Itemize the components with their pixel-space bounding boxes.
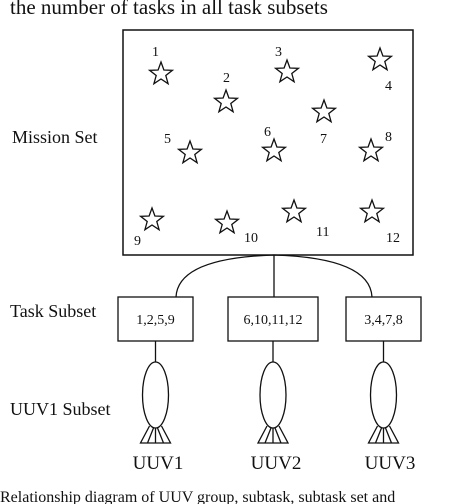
subset-label-1: 1,2,5,9 xyxy=(136,313,175,328)
task-star-3 xyxy=(273,58,301,84)
uuv-label-1: UUV1 xyxy=(133,453,184,474)
task-star-1 xyxy=(147,60,175,86)
subset-box-1 xyxy=(117,296,194,342)
task-label-3: 3 xyxy=(275,45,282,60)
uuv-subset-label: UUV1 Subset xyxy=(10,399,111,419)
task-star-6 xyxy=(260,137,288,163)
uuv-body-1 xyxy=(141,361,170,429)
task-label-11: 11 xyxy=(316,225,329,240)
task-label-4: 4 xyxy=(385,79,392,94)
task-star-11 xyxy=(280,198,308,224)
task-star-2 xyxy=(212,88,240,114)
uuv-body-2 xyxy=(259,361,287,429)
uuv-label-2: UUV2 xyxy=(251,453,302,474)
task-label-10: 10 xyxy=(244,231,258,246)
uuv-icons xyxy=(139,361,400,444)
task-label-2: 2 xyxy=(223,71,230,86)
task-star-9 xyxy=(138,206,166,232)
task-label-1: 1 xyxy=(152,45,159,60)
subset-box-2 xyxy=(227,296,319,342)
uuv-body-3 xyxy=(369,361,398,429)
task-star-10 xyxy=(213,209,241,235)
header-caption: the number of tasks in all task subsets xyxy=(10,0,328,19)
task-star-4 xyxy=(366,46,394,72)
task-label-12: 12 xyxy=(386,231,400,246)
subset-box-3 xyxy=(345,296,422,342)
subset-label-3: 3,4,7,8 xyxy=(364,313,403,328)
task-stars xyxy=(138,46,394,235)
task-star-8 xyxy=(357,137,385,163)
footer-caption: Relationship diagram of UUV group, subta… xyxy=(0,489,395,504)
uuv-tail-3 xyxy=(367,425,400,444)
task-label-9: 9 xyxy=(134,234,141,249)
uuv-tail-1 xyxy=(139,425,172,444)
subset-label-2: 6,10,11,12 xyxy=(244,313,303,328)
task-star-12 xyxy=(358,198,386,224)
mission-set-label: Mission Set xyxy=(12,127,98,147)
task-star-7 xyxy=(310,98,338,124)
task-label-8: 8 xyxy=(385,130,392,145)
task-label-5: 5 xyxy=(164,132,171,147)
task-label-7: 7 xyxy=(320,132,327,147)
task-label-6: 6 xyxy=(264,125,271,140)
task-number-labels: 1 2 3 4 5 6 7 8 9 10 11 12 xyxy=(134,45,400,249)
task-star-5 xyxy=(176,139,204,165)
uuv-label-3: UUV3 xyxy=(365,453,416,474)
uuv-tail-2 xyxy=(256,425,290,444)
task-subset-label: Task Subset xyxy=(10,301,96,321)
